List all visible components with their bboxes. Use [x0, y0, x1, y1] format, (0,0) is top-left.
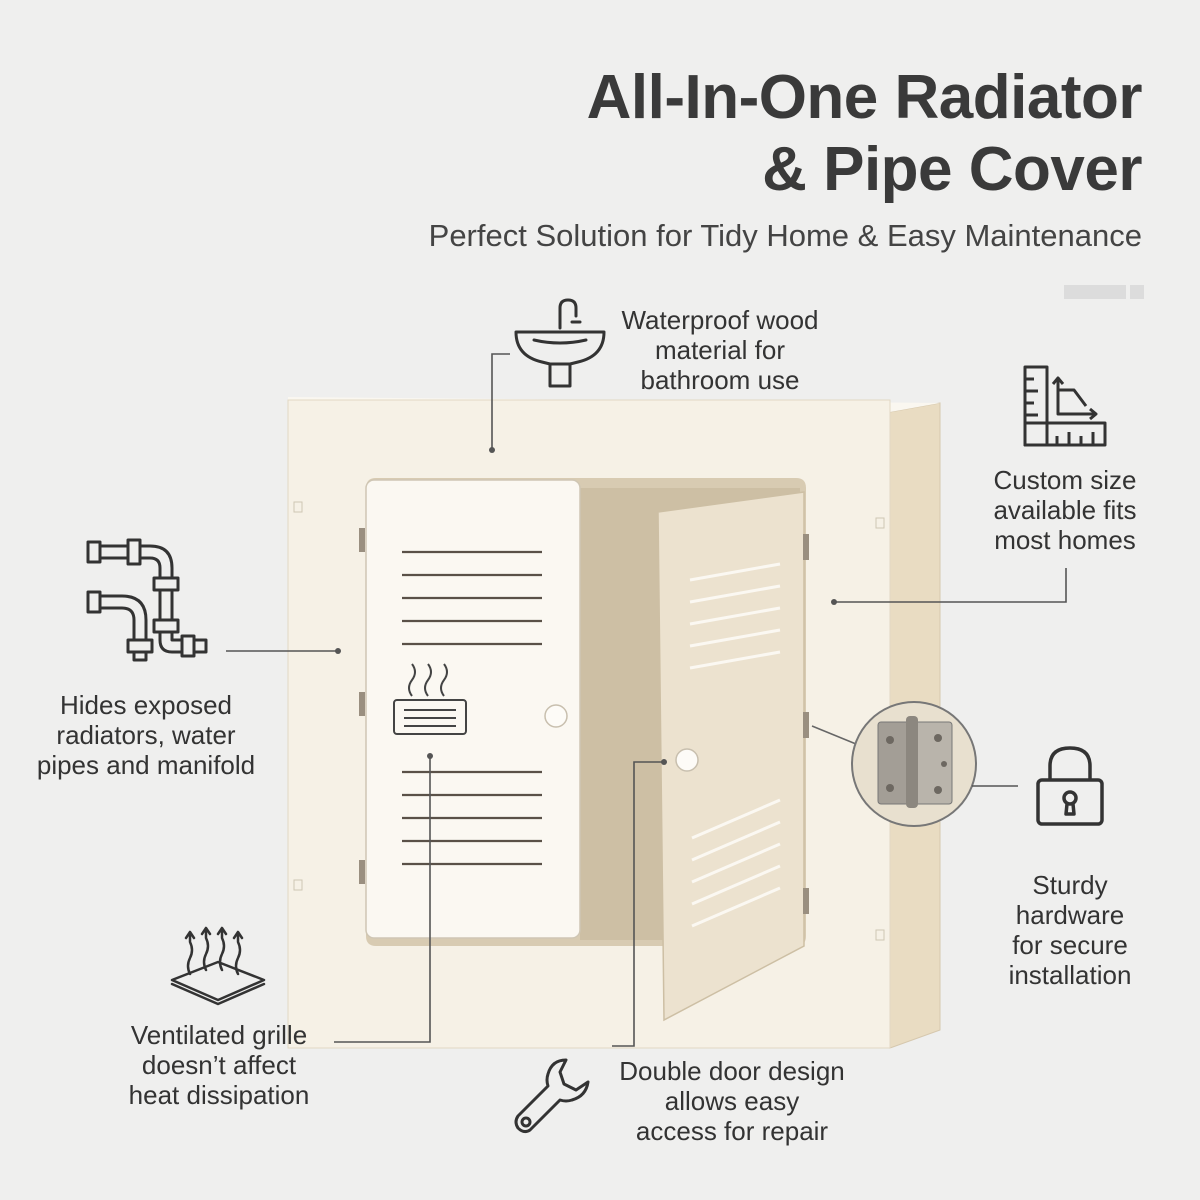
feature-line: doesn’t affect — [141, 1050, 297, 1080]
hinge-detail-zoom — [811, 701, 977, 827]
feature-line: bathroom use — [640, 365, 800, 395]
padlock-icon — [1036, 746, 1104, 826]
right-door-knob — [675, 748, 699, 772]
left-door-upper-vents — [402, 550, 542, 646]
right-door-upper-vents — [689, 562, 781, 670]
pipes-icon — [86, 538, 208, 662]
feature-sturdy: Sturdy hardware for secure installation — [980, 870, 1160, 990]
feature-line: allows easy — [664, 1086, 800, 1116]
ruler-icon — [1023, 365, 1107, 447]
feature-line: installation — [1008, 960, 1132, 990]
feature-line: Custom size — [993, 465, 1137, 495]
left-door-lower-vents — [402, 770, 542, 866]
decorative-bars — [1064, 285, 1144, 299]
feature-line: available fits — [993, 495, 1137, 525]
title-line-2: & Pipe Cover — [762, 135, 1142, 204]
feature-line: most homes — [994, 525, 1136, 555]
feature-line: hardware — [1015, 900, 1125, 930]
hinge — [803, 712, 809, 738]
feature-double-door: Double door design allows easy access fo… — [600, 1056, 864, 1146]
feature-line: access for repair — [635, 1116, 829, 1146]
hinge — [803, 534, 809, 560]
feature-line: radiators, water — [56, 720, 236, 750]
feature-line: Sturdy — [1032, 870, 1108, 900]
feature-line: Waterproof wood — [621, 305, 819, 335]
feature-custom-size: Custom size available fits most homes — [970, 465, 1160, 555]
hinge — [359, 528, 365, 552]
feature-waterproof: Waterproof wood material for bathroom us… — [600, 305, 840, 395]
left-door — [365, 479, 581, 939]
feature-line: Double door design — [619, 1056, 845, 1086]
feature-line: Hides exposed — [60, 690, 232, 720]
title-line-1: All-In-One Radiator — [586, 63, 1143, 132]
page-title: All-In-One Radiator & Pipe Cover — [342, 62, 1143, 206]
wrench-icon — [514, 1058, 590, 1134]
feature-line: Ventilated grille — [130, 1020, 308, 1050]
right-door-lower-vents — [691, 798, 781, 928]
left-door-knob — [544, 704, 568, 728]
feature-hides-pipes: Hides exposed radiators, water pipes and… — [16, 690, 276, 780]
page-subtitle: Perfect Solution for Tidy Home & Easy Ma… — [428, 218, 1142, 253]
heat-vent-icon — [170, 926, 266, 1006]
feature-line: material for — [654, 335, 786, 365]
sink-icon — [514, 298, 606, 388]
hinge — [359, 692, 365, 716]
hinge — [359, 860, 365, 884]
feature-ventilated: Ventilated grille doesn’t affect heat di… — [96, 1020, 342, 1110]
feature-line: heat dissipation — [128, 1080, 310, 1110]
hinge — [803, 888, 809, 914]
feature-line: for secure — [1012, 930, 1128, 960]
radiator-heat-icon — [393, 663, 467, 735]
feature-line: pipes and manifold — [36, 750, 256, 780]
callout-lines — [226, 353, 1067, 1047]
